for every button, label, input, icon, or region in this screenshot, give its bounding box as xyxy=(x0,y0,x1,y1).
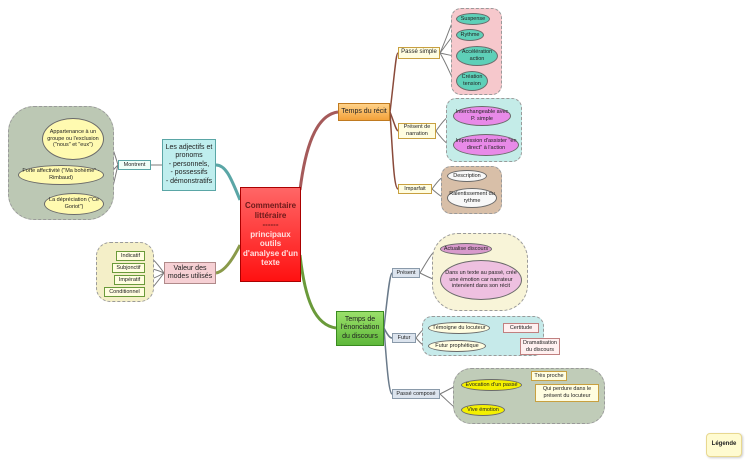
item-tres-proche[interactable]: Très proche xyxy=(531,371,567,381)
central-title: Commentaire littéraire xyxy=(244,200,297,220)
node-temps-recit[interactable]: Temps du récit xyxy=(338,103,390,121)
item-temoigne-locuteur[interactable]: Témoigne du locuteur xyxy=(428,322,490,334)
item-appartenance[interactable]: Appartenance à un groupe ou l'exclusion … xyxy=(42,118,104,160)
item-imperatif[interactable]: Impératif xyxy=(114,275,145,285)
item-acceleration[interactable]: Accélération action xyxy=(456,46,498,66)
node-temps-enonciation[interactable]: Temps de l'énonciation du discours xyxy=(336,311,384,346)
item-subjonctif[interactable]: Subjonctif xyxy=(112,263,145,273)
central-dash: ------ xyxy=(262,220,279,230)
branch-adjectifs xyxy=(215,163,242,201)
node-present[interactable]: Présent xyxy=(392,268,420,278)
branch-enonciation xyxy=(298,254,337,330)
item-creation-tension[interactable]: Création tension xyxy=(456,71,488,91)
node-montrent[interactable]: Montrent xyxy=(118,160,151,170)
central-subtitle: principaux outils d'analyse d'un texte xyxy=(243,229,298,268)
item-forte-affectivite[interactable]: Forte affectivité ("Ma bohème" - Rimbaud… xyxy=(18,165,104,185)
node-imparfait[interactable]: Imparfait xyxy=(398,184,432,194)
item-interchangeable[interactable]: Interchangeable avec P. simple xyxy=(453,106,511,126)
item-impression[interactable]: Impression d'assister "en direct" à l'ac… xyxy=(453,134,519,156)
branch-modes xyxy=(215,244,242,275)
item-actualise-discours[interactable]: Actualise discours xyxy=(440,243,492,255)
central-topic[interactable]: Commentaire littéraire ------ principaux… xyxy=(240,187,301,282)
node-valeur-modes[interactable]: Valeur des modes utilisés xyxy=(164,262,216,284)
node-futur[interactable]: Futur xyxy=(392,333,416,343)
item-description[interactable]: Description xyxy=(447,170,487,182)
item-vive-emotion[interactable]: Vive émotion xyxy=(461,404,505,416)
branch-recit xyxy=(298,110,339,191)
item-futur-prophetique[interactable]: Futur prophétique xyxy=(428,340,486,352)
item-conditionnel[interactable]: Conditionnel xyxy=(104,287,145,297)
item-depreciation[interactable]: La dépréciation ("Ce Goriot") xyxy=(44,193,104,215)
node-passe-simple[interactable]: Passé simple xyxy=(398,47,440,59)
node-adjectifs-pronoms[interactable]: Les adjectifs et pronoms - personnels, -… xyxy=(162,139,216,191)
legend-box[interactable]: Légende xyxy=(706,433,742,457)
item-evocation-passe[interactable]: Evocation d'un passé xyxy=(461,379,522,391)
node-present-narration[interactable]: Présent de narration xyxy=(398,123,436,139)
item-rythme[interactable]: Rythme xyxy=(456,29,484,41)
item-emotion-recit[interactable]: Dans un texte au passé, crée une émotion… xyxy=(440,260,522,300)
item-perdure-present[interactable]: Qui perdure dans le présent du locuteur xyxy=(535,384,599,402)
item-ralentissement[interactable]: Ralentissement du rythme xyxy=(447,188,497,208)
item-certitude[interactable]: Certitude xyxy=(503,323,539,333)
item-suspense[interactable]: Suspense xyxy=(456,13,490,25)
item-dramatisation[interactable]: Dramatisation du discours xyxy=(520,338,560,355)
node-passe-compose[interactable]: Passé composé xyxy=(392,389,440,399)
item-indicatif[interactable]: Indicatif xyxy=(116,251,145,261)
